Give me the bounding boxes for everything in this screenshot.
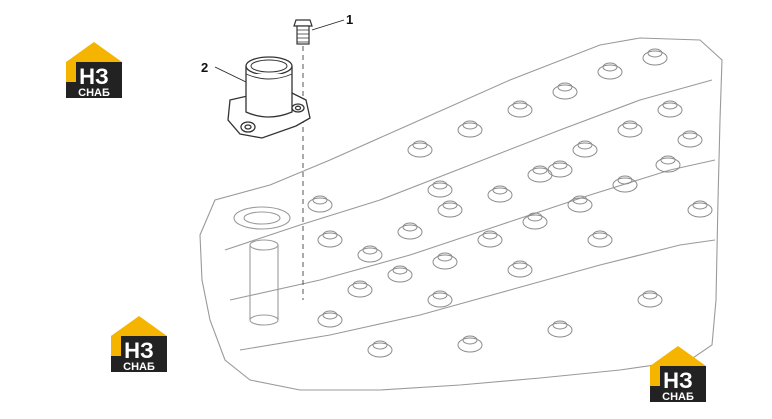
head-boss (457, 337, 483, 353)
head-boss (587, 232, 613, 248)
head-bosses (307, 48, 713, 358)
head-boss (357, 247, 383, 263)
head-boss-top (622, 120, 638, 130)
head-boss (457, 122, 483, 138)
head-boss-top (437, 252, 453, 262)
head-boss (547, 162, 573, 178)
head-boss (437, 202, 463, 218)
head-boss (687, 202, 713, 218)
head-boss-top (392, 265, 408, 275)
head-boss (572, 142, 598, 158)
head-boss-top (322, 230, 338, 240)
head-boss (617, 122, 643, 138)
head-boss-top (412, 140, 428, 150)
head-boss (397, 224, 423, 240)
head-boss-top (552, 320, 568, 330)
head-boss (655, 157, 681, 173)
head-boss-top (312, 195, 328, 205)
head-boss (637, 292, 663, 308)
logo-line1: НЗ (663, 368, 693, 393)
brand-logo-bottom-left: НЗ СНАБ (111, 316, 167, 373)
head-boss (427, 292, 453, 308)
logo-line1: НЗ (124, 338, 154, 363)
leader-lines (214, 19, 345, 83)
callout-2: 2 (201, 60, 208, 75)
head-boss-top (512, 100, 528, 110)
head-boss-top (432, 290, 448, 300)
head-boss (567, 197, 593, 213)
cylinder-head (199, 37, 723, 391)
head-boss (507, 102, 533, 118)
brand-logo-bottom-right: НЗ СНАБ (650, 346, 706, 403)
head-boss (367, 342, 393, 358)
head-boss-top (462, 335, 478, 345)
head-boss-top (462, 120, 478, 130)
head-boss-top (512, 260, 528, 270)
head-boss-top (362, 245, 378, 255)
head-boss (407, 142, 433, 158)
logo-line2: СНАБ (123, 361, 155, 373)
head-boss (432, 254, 458, 270)
head-boss (642, 50, 668, 66)
head-boss-top (552, 160, 568, 170)
head-boss-top (532, 165, 548, 175)
brand-logo-top-left: НЗ СНАБ (66, 42, 122, 99)
head-boss (307, 197, 333, 213)
head-boss (677, 132, 703, 148)
head-boss (522, 214, 548, 230)
head-boss-top (442, 200, 458, 210)
head-boss (347, 282, 373, 298)
head-boss-top (662, 100, 678, 110)
head-boss (597, 64, 623, 80)
head-boss-top (557, 82, 573, 92)
head-boss (612, 177, 638, 193)
head-boss-top (642, 290, 658, 300)
head-boss-top (492, 185, 508, 195)
head-boss (487, 187, 513, 203)
head-boss (657, 102, 683, 118)
head-boss (317, 232, 343, 248)
head-boss (552, 84, 578, 100)
head-boss-top (402, 222, 418, 232)
head-boss-top (682, 130, 698, 140)
head-boss-top (577, 140, 593, 150)
head-boss-top (660, 155, 676, 165)
logo-line2: СНАБ (662, 391, 694, 403)
head-boss-top (572, 195, 588, 205)
logo-line1: НЗ (79, 64, 109, 89)
head-boss-top (322, 310, 338, 320)
head-boss (547, 322, 573, 338)
bolt (293, 19, 313, 45)
head-boss-top (592, 230, 608, 240)
head-boss-top (432, 180, 448, 190)
head-boss-top (527, 212, 543, 222)
head-boss (317, 312, 343, 328)
head-boss (387, 267, 413, 283)
head-boss-top (352, 280, 368, 290)
head-boss-top (617, 175, 633, 185)
head-boss-top (482, 230, 498, 240)
head-boss (427, 182, 453, 198)
thermostat-housing (227, 56, 311, 139)
head-boss (507, 262, 533, 278)
head-boss (477, 232, 503, 248)
head-boss-top (372, 340, 388, 350)
head-boss-top (647, 48, 663, 58)
head-boss-top (602, 62, 618, 72)
head-boss-top (692, 200, 708, 210)
callout-1: 1 (346, 12, 353, 27)
logo-line2: СНАБ (78, 87, 110, 99)
